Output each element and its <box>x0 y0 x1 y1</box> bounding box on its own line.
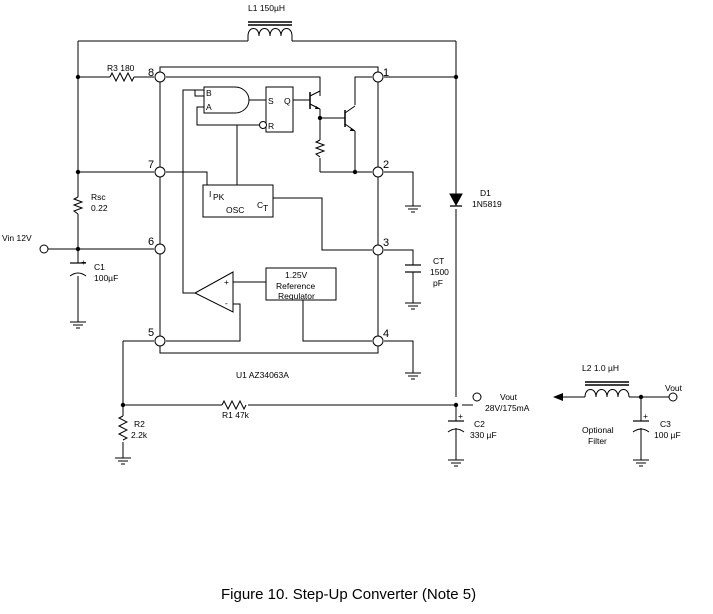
ipk-sub: PK <box>213 192 225 202</box>
ic-body-u1 <box>159 66 379 354</box>
arrow-left-icon <box>553 393 563 401</box>
ct-value2: pF <box>433 278 443 288</box>
c1-value: 100µF <box>94 273 118 283</box>
comparator-minus: - <box>225 298 228 308</box>
l2-label: L2 1.0 µH <box>582 363 619 373</box>
resistor-rsc <box>72 196 84 215</box>
pin-2: 2 <box>383 159 389 171</box>
vout-value: 28V/175mA <box>485 403 530 413</box>
pin-numbers: 8 1 7 2 6 3 5 4 <box>148 67 389 340</box>
vout-name: Vout <box>500 392 518 402</box>
comparator <box>193 271 234 313</box>
ic-internal-wiring <box>166 76 372 342</box>
reset-input-inversion <box>259 121 267 129</box>
ref-label-1: 1.25V <box>285 270 308 280</box>
ref-label-3: Regulator <box>278 291 315 301</box>
resistor-r1 <box>221 399 247 411</box>
flip-flop <box>265 86 294 133</box>
c2-value: 330 µF <box>470 430 497 440</box>
pin-4: 4 <box>383 328 389 340</box>
ct-value1: 1500 <box>430 267 449 277</box>
ct-pin-sub: T <box>263 203 268 213</box>
reference-regulator-block <box>265 267 337 301</box>
vin-terminal <box>39 244 49 254</box>
ic-internal-labels: 1.25V Reference Regulator OSC I PK C T B… <box>206 88 315 308</box>
rsc-name: Rsc <box>91 192 106 202</box>
pin-6: 6 <box>148 236 154 248</box>
comparator-plus: + <box>224 277 229 287</box>
c1-name: C1 <box>94 262 105 272</box>
transistor-q-output <box>336 105 356 132</box>
rsc-value: 0.22 <box>91 203 108 213</box>
c1-plus: + <box>81 257 86 267</box>
inductor-l1 <box>247 21 293 41</box>
component-labels: L1 150µH R3 180 Rsc 0.22 Vin 12V C1 100µ… <box>2 3 683 446</box>
optional-filter <box>553 381 669 460</box>
d1-value: 1N5819 <box>472 199 502 209</box>
vin-label: Vin 12V <box>2 233 32 243</box>
filter-label-1: Optional <box>582 425 614 435</box>
u1-label: U1 AZ34063A <box>236 370 289 380</box>
resistor-internal <box>314 139 326 158</box>
c2-plus: + <box>458 411 463 421</box>
wires <box>48 40 473 460</box>
gate-a-label: A <box>206 102 212 112</box>
pin-7: 7 <box>148 159 154 171</box>
resistor-r2 <box>117 415 129 441</box>
oscillator-block <box>202 184 274 218</box>
vout-terminal <box>472 392 482 402</box>
capacitor-c1 <box>69 249 87 277</box>
ref-label-2: Reference <box>276 281 315 291</box>
ff-r-label: R <box>268 121 274 131</box>
vout2-label: Vout <box>665 383 683 393</box>
r2-name: R2 <box>134 419 145 429</box>
ct-name: CT <box>433 256 444 266</box>
ic-pins <box>154 71 384 347</box>
diode-d1 <box>449 190 463 207</box>
capacitor-c2 <box>447 420 465 433</box>
junction-dots <box>75 74 644 408</box>
r1-label: R1 47k <box>222 410 250 420</box>
vout-filtered-terminal <box>668 392 678 402</box>
transistor-q-driver <box>309 90 321 110</box>
pin-1: 1 <box>383 67 389 79</box>
filter-label-2: Filter <box>588 436 607 446</box>
gate-b-label: B <box>206 88 212 98</box>
c3-name: C3 <box>660 419 671 429</box>
pin-8: 8 <box>148 67 154 79</box>
d1-name: D1 <box>480 188 491 198</box>
osc-label: OSC <box>226 205 244 215</box>
r3-label: R3 180 <box>107 63 135 73</box>
and-gate <box>203 86 250 114</box>
capacitor-ct <box>405 264 421 273</box>
c3-value: 100 µF <box>654 430 681 440</box>
ipk-label: I <box>209 189 211 199</box>
ff-s-label: S <box>268 96 274 106</box>
resistor-r3 <box>109 71 135 83</box>
figure-caption: Figure 10. Step-Up Converter (Note 5) <box>221 586 476 603</box>
ff-q-label: Q <box>284 96 291 106</box>
l1-label: L1 150µH <box>248 3 285 13</box>
r2-value: 2.2k <box>131 430 148 440</box>
ct-pin-label: C <box>257 200 263 210</box>
ground-symbols <box>70 205 649 467</box>
c3-plus: + <box>643 411 648 421</box>
pin-5: 5 <box>148 327 154 339</box>
c2-name: C2 <box>474 419 485 429</box>
pin-3: 3 <box>383 237 389 249</box>
